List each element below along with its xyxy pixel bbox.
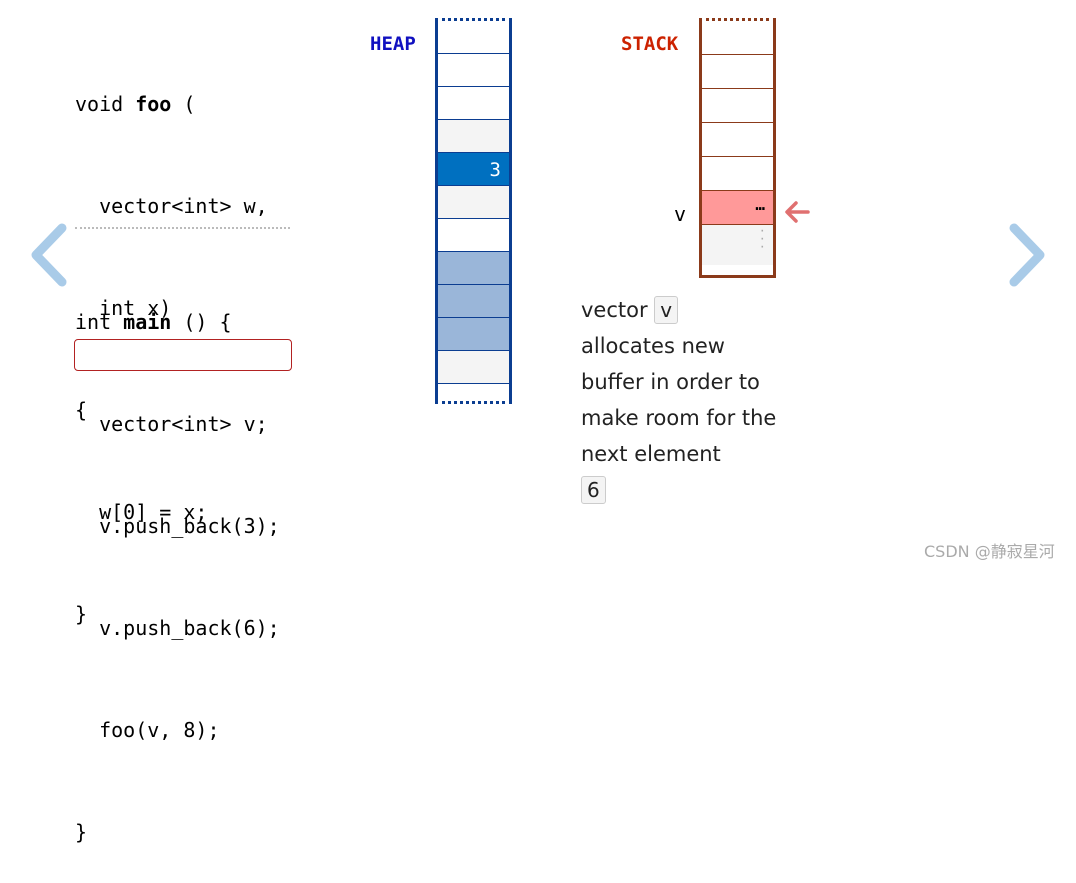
stack-var-label: v — [674, 202, 687, 226]
code-foo: void foo ( vector<int> w, int x) { w[0] … — [75, 19, 268, 665]
heap-cell — [438, 120, 509, 153]
heap-cell — [438, 21, 509, 54]
heap-cell — [438, 318, 509, 351]
code-line: void foo ( — [75, 92, 196, 116]
arrow-left-icon — [785, 201, 810, 223]
code-line: vector<int> v; — [75, 412, 268, 436]
code-line: foo(v, 8); — [75, 718, 220, 742]
code-line: int x) — [75, 296, 172, 320]
heap-cell — [438, 285, 509, 318]
explanation-text: vector v allocates new buffer in order t… — [581, 296, 777, 504]
stack-cell — [702, 89, 773, 123]
stack-cell — [702, 55, 773, 89]
current-line-highlight — [74, 339, 292, 371]
code-separator — [75, 227, 290, 229]
heap-cell-value: 3 — [489, 159, 501, 181]
heap-cell — [438, 186, 509, 219]
heap-cell — [438, 219, 509, 252]
heap-cell — [438, 87, 509, 120]
code-line: int main () { — [75, 310, 232, 334]
stack-cell-value: … — [755, 195, 765, 214]
code-line: v.push_back(6); — [75, 616, 280, 640]
value-tag: 6 — [581, 476, 606, 504]
heap-cell — [438, 54, 509, 87]
code-line: vector<int> w, — [75, 194, 268, 218]
code-line: w[0] = x; — [75, 500, 208, 524]
code-main: int main () { vector<int> v; v.push_back… — [75, 237, 280, 883]
stack-cell — [702, 123, 773, 157]
stack-cell — [702, 157, 773, 191]
heap-cell: 3 — [438, 153, 509, 186]
heap-cell — [438, 252, 509, 285]
chevron-right-icon[interactable] — [1004, 222, 1048, 288]
stack-column: … ··· — [699, 18, 776, 278]
vertical-ellipsis-icon: ··· — [759, 222, 765, 255]
chevron-left-icon[interactable] — [28, 222, 72, 288]
heap-column: 3 — [435, 18, 512, 404]
stack-cell-v: … — [702, 191, 773, 225]
heap-cell — [438, 351, 509, 384]
stack-label: STACK — [621, 33, 679, 55]
var-tag: v — [654, 296, 679, 324]
watermark: CSDN @静寂星河 — [924, 542, 1055, 561]
heap-label: HEAP — [370, 33, 416, 55]
stack-cell-ellipsis: ··· — [702, 222, 773, 265]
code-line: } — [75, 820, 88, 844]
code-line: v.push_back(3); — [75, 514, 280, 538]
stack-cell — [702, 21, 773, 55]
code-line: { — [75, 398, 88, 422]
